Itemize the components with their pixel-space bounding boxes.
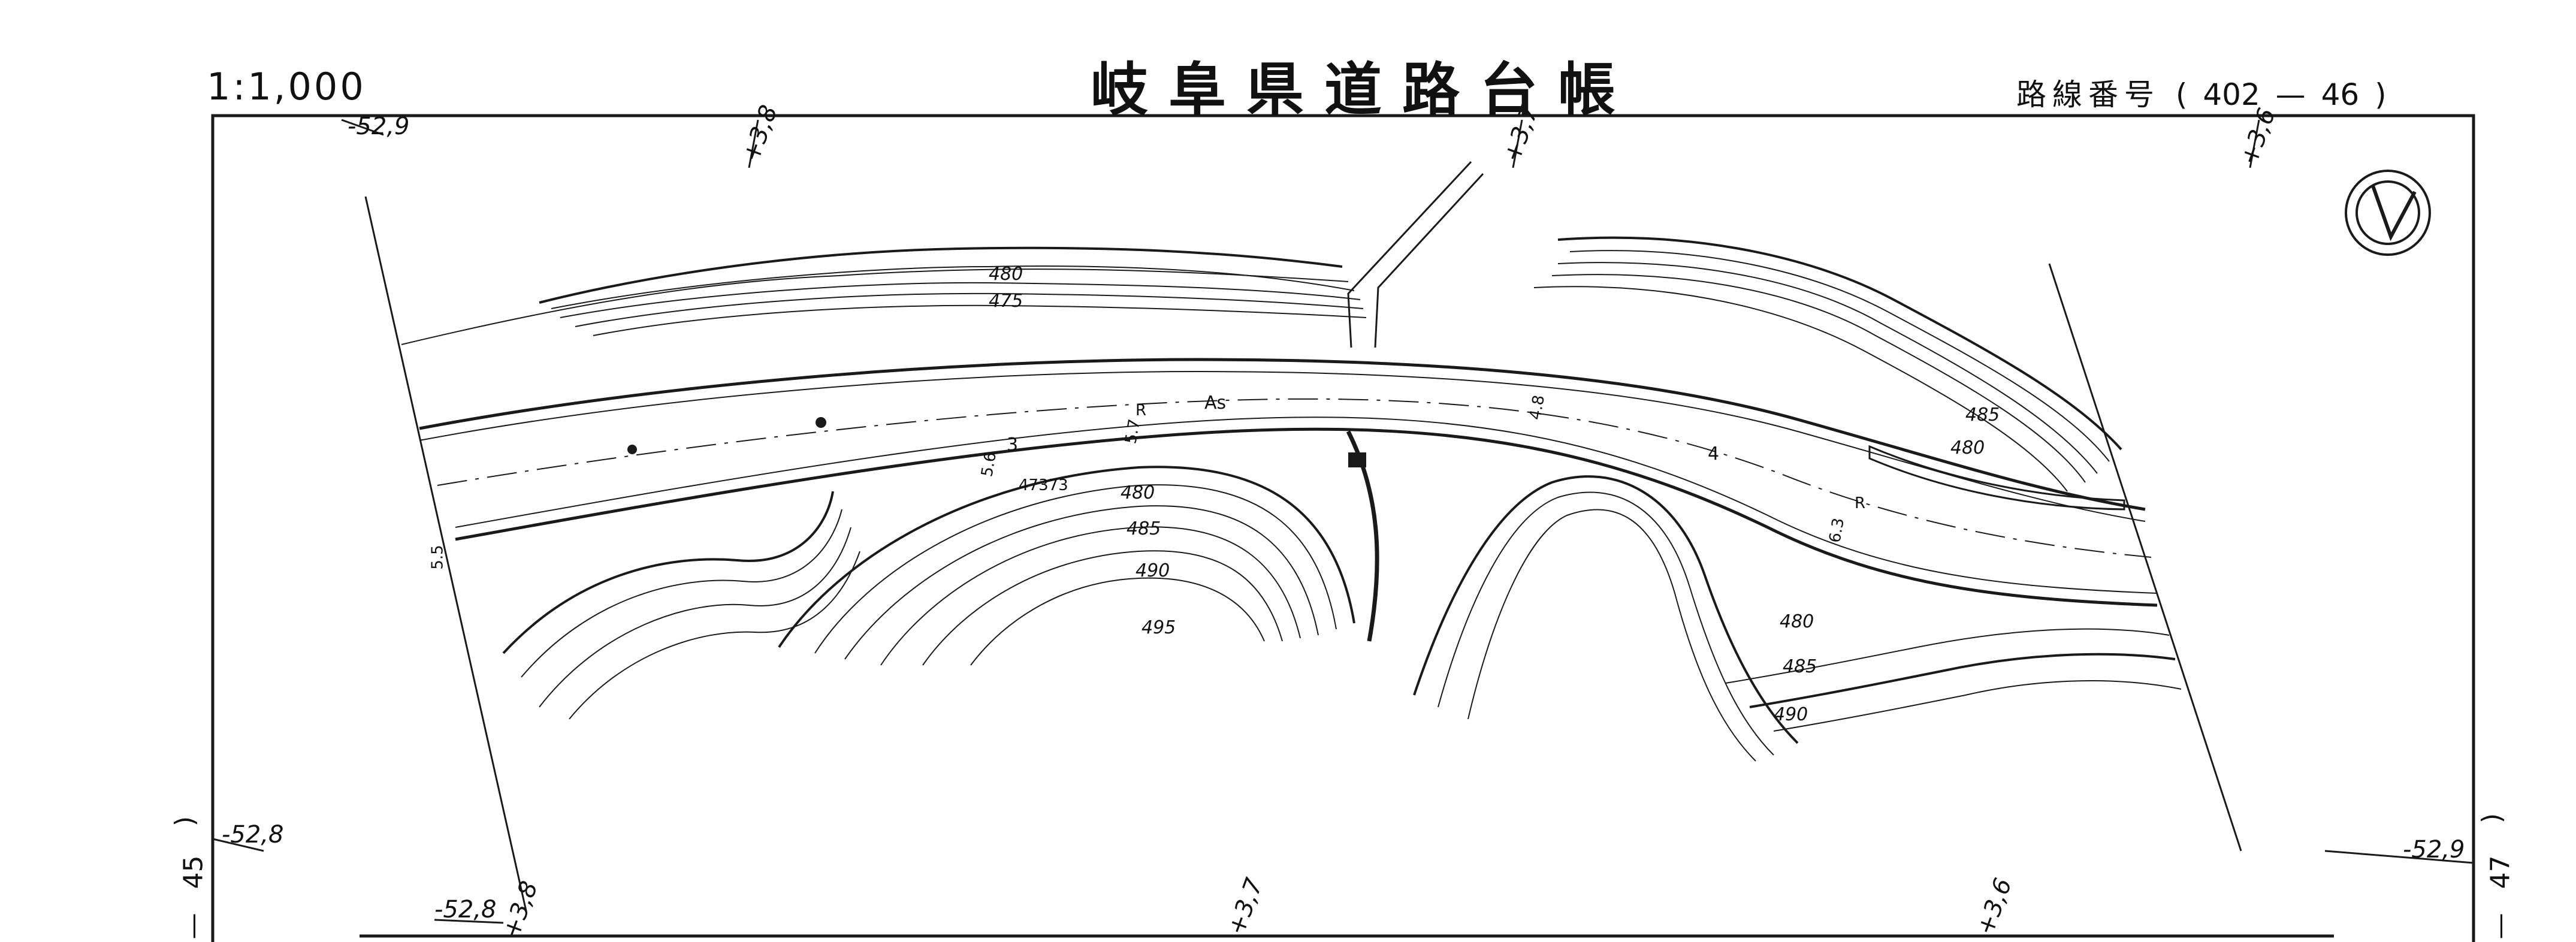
route-dash: — <box>2275 77 2306 112</box>
route-close: ) <box>2375 77 2387 112</box>
station-label: 47373 <box>1019 476 1068 494</box>
contour-label: 490 <box>1136 560 1170 581</box>
point-marker <box>627 445 637 454</box>
segment-label: 3 <box>1007 434 1019 455</box>
contour-label: 490 <box>1774 704 1808 725</box>
contour-label: 485 <box>1127 518 1161 539</box>
tick-label: -52,9 <box>2403 836 2465 864</box>
curve-label: R <box>1136 401 1147 419</box>
tick-label: -52,8 <box>434 896 497 923</box>
bridge-marker <box>1348 452 1366 467</box>
route-open: ( <box>2175 77 2188 112</box>
curve-label: R <box>1855 494 1866 512</box>
retaining-wall-hatch <box>1868 445 2125 511</box>
route-number-label: 路線番号 <box>2016 77 2160 112</box>
north-arrow-icon <box>2345 170 2431 256</box>
road-edges <box>419 358 2158 607</box>
sheet-boundary-left <box>364 196 527 911</box>
tick-label: -52,9 <box>348 113 410 140</box>
tick-label: -52,8 <box>222 821 284 849</box>
adjacent-sheet-dash: — <box>177 913 209 940</box>
side-road-b <box>1374 173 1484 348</box>
contour-label: 475 <box>989 291 1023 312</box>
contour-label: 480 <box>1950 437 1985 458</box>
side-road-a <box>1347 161 1472 348</box>
adjacent-sheet-left: 45 <box>178 855 209 889</box>
adjacent-sheet-paren: ) <box>170 816 201 827</box>
adjacent-sheet-paren: ) <box>2477 813 2508 824</box>
contour-label: 485 <box>1783 656 1817 677</box>
route-number: 路線番号 ( 402 — 46 ) <box>2016 71 2387 114</box>
contour-label: 495 <box>1141 617 1176 638</box>
map-title: 岐阜県道路台帳 <box>1091 56 1636 123</box>
point-marker <box>816 417 826 428</box>
adjacent-sheet-right: 47 <box>2485 855 2516 889</box>
route-id: 402 <box>2203 77 2260 112</box>
sheet-boundary-right <box>2048 263 2242 852</box>
segment-label: 4 <box>1708 443 1720 464</box>
surface-label: As <box>1204 393 1227 413</box>
map-frame <box>211 114 2475 942</box>
width-label: 5.5 <box>428 545 447 570</box>
contour-label: 485 <box>1965 404 2000 425</box>
map-scale: 1:1,000 <box>207 65 366 108</box>
south-contours <box>502 466 2182 762</box>
contour-label: 480 <box>989 264 1023 285</box>
north-contours <box>401 236 2122 492</box>
frame-ticks <box>212 119 2474 924</box>
adjacent-sheet-dash: — <box>2484 913 2515 940</box>
contour-label: 480 <box>1780 611 1814 632</box>
contour-label: 480 <box>1121 482 1155 503</box>
route-sheet: 46 <box>2321 77 2360 112</box>
